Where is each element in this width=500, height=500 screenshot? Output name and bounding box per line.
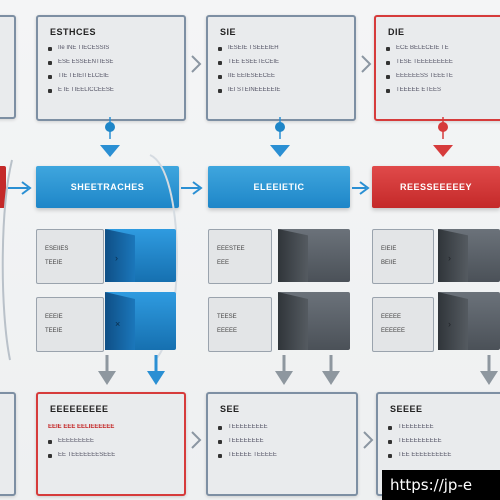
chevron-right-icon <box>191 55 202 73</box>
left-partial-card-top <box>0 15 16 119</box>
bottom-card-1-line-1: EEIE EEE EELIEEEEEE <box>48 424 115 430</box>
top-card-2: SIE IESEIE TSEEEIEH TEE ESEETECEIE IIE E… <box>206 15 356 121</box>
mid-box-3-bottom: EEE <box>217 260 230 266</box>
mid-box-1: ESEIIES TEEIE <box>36 229 104 284</box>
top-card-2-line-1: IESEIE TSEEEIEH <box>228 45 279 51</box>
folder-4 <box>278 292 350 350</box>
connector-curve-left <box>1 159 13 361</box>
top-card-2-line-2: TEE ESEETECEIE <box>228 59 280 65</box>
watermark: https://jp-e <box>382 470 500 500</box>
arrow-down-icon <box>275 355 293 385</box>
top-card-3-line-4: TEEEEE ETEES <box>396 87 442 93</box>
arrow-right-icon <box>352 181 370 195</box>
bottom-card-2-line-1: TEEEEEEEEE <box>228 424 268 430</box>
watermark-text: https://jp-e <box>390 476 473 494</box>
mid-box-6-top: EEEEE <box>381 314 402 320</box>
column-header-2: ELEEIETIC <box>208 166 350 208</box>
connector-pin-arrow-3 <box>433 117 453 157</box>
bottom-card-1-line-3: EE TEEEEEEESEEE <box>58 452 116 458</box>
top-card-1-line-1: IIe INE TIECESSIS <box>58 45 110 51</box>
top-card-1-line-2: ESE ESSEENTIESE <box>58 59 114 65</box>
bottom-card-2: SEE TEEEEEEEEE TEEEEEEEE TEEEEE TEEEEE <box>206 392 358 496</box>
bottom-card-1-line-2: EEEEEEEEE <box>58 438 95 444</box>
connector-pin-arrow-1 <box>100 117 120 157</box>
bottom-card-2-line-3: TEEEEE TEEEEE <box>228 452 277 458</box>
left-partial-header <box>0 166 6 208</box>
mid-box-4-bottom: EEEEE <box>217 328 238 334</box>
column-header-1: SHEETRACHES <box>36 166 179 208</box>
mid-box-2-top: EEEIE <box>45 314 63 320</box>
mid-box-5-top: EIEIE <box>381 246 397 252</box>
arrow-right-icon <box>8 181 32 195</box>
mid-box-2-bottom: TEEIE <box>45 328 63 334</box>
top-card-2-line-3: IIE EEIESEECEE <box>228 73 276 79</box>
column-header-1-label: SHEETRACHES <box>70 182 145 192</box>
mid-box-4: TEESE EEEEE <box>208 297 272 352</box>
folder-2: × <box>105 292 176 350</box>
mid-box-4-top: TEESE <box>217 314 237 320</box>
folder-5: › <box>438 229 500 282</box>
mid-box-5: EIEIE BEIIE <box>372 229 434 284</box>
bottom-card-2-line-2: TEEEEEEEE <box>228 438 264 444</box>
top-card-1-line-3: TIE TEIEITELCEIE <box>58 73 109 79</box>
bottom-card-2-title: SEE <box>220 404 240 414</box>
mid-box-3-top: EEESTEE <box>217 246 245 252</box>
chevron-right-icon <box>361 55 372 73</box>
arrow-right-icon: › <box>115 253 118 264</box>
top-card-1: ESTHCES IIe INE TIECESSIS ESE ESSEENTIES… <box>36 15 186 121</box>
top-card-3-line-3: EEEEEESS TEEETE <box>396 73 453 79</box>
top-card-1-title: ESTHCES <box>50 27 97 37</box>
top-card-3-line-1: ECE BELECEIE TE <box>396 45 449 51</box>
top-card-3-title: DIE <box>388 27 405 37</box>
bottom-card-3-title: SEEEE <box>390 404 423 414</box>
column-header-3: REESSEEEEEY <box>372 166 500 208</box>
mid-box-3: EEESTEE EEE <box>208 229 272 284</box>
left-partial-card-bottom <box>0 392 16 496</box>
mid-box-1-top: ESEIIES <box>45 246 69 252</box>
top-card-2-line-4: IEI STEINEEEEEIE <box>228 87 281 93</box>
bottom-card-1-title: EEEEEEEEE <box>50 404 109 414</box>
bottom-card-1: EEEEEEEEE EEIE EEE EELIEEEEEE EEEEEEEEE … <box>36 392 186 496</box>
top-card-2-title: SIE <box>220 27 237 37</box>
folder-6: › <box>438 292 500 350</box>
mid-box-6: EEEEE EEEEEE <box>372 297 434 352</box>
close-icon: × <box>115 318 121 329</box>
arrow-down-icon <box>322 355 340 385</box>
arrow-right-icon <box>181 181 203 195</box>
mid-box-1-bottom: TEEIE <box>45 260 63 266</box>
top-card-3-line-2: TESE TEEEEEEEEE <box>396 59 453 65</box>
column-header-3-label: REESSEEEEEY <box>399 182 473 192</box>
connector-pin-arrow-2 <box>270 117 290 157</box>
folder-1: › <box>105 229 176 282</box>
mid-box-6-bottom: EEEEEE <box>381 328 406 334</box>
mid-box-2: EEEIE TEEIE <box>36 297 104 352</box>
top-card-1-line-4: E IE TIEELICCEESE <box>58 87 114 93</box>
bottom-card-3-line-3: TEE EEEEEEEEEE <box>398 452 452 458</box>
bottom-card-3-line-2: TEEEEEEEEEE <box>398 438 442 444</box>
bottom-card-3-line-1: TEEEEEEEE <box>398 424 434 430</box>
mid-box-5-bottom: BEIIE <box>381 260 397 266</box>
chevron-right-icon <box>363 431 374 449</box>
arrow-right-icon: › <box>448 318 451 329</box>
chevron-right-icon <box>191 431 202 449</box>
arrow-down-icon <box>98 355 116 385</box>
arrow-down-icon <box>147 355 165 385</box>
column-header-2-label: ELEEIETIC <box>253 182 305 192</box>
folder-3 <box>278 229 350 282</box>
top-card-3: DIE ECE BELECEIE TE TESE TEEEEEEEEE EEEE… <box>374 15 500 121</box>
arrow-down-icon <box>480 355 498 385</box>
arrow-right-icon: › <box>448 253 451 264</box>
